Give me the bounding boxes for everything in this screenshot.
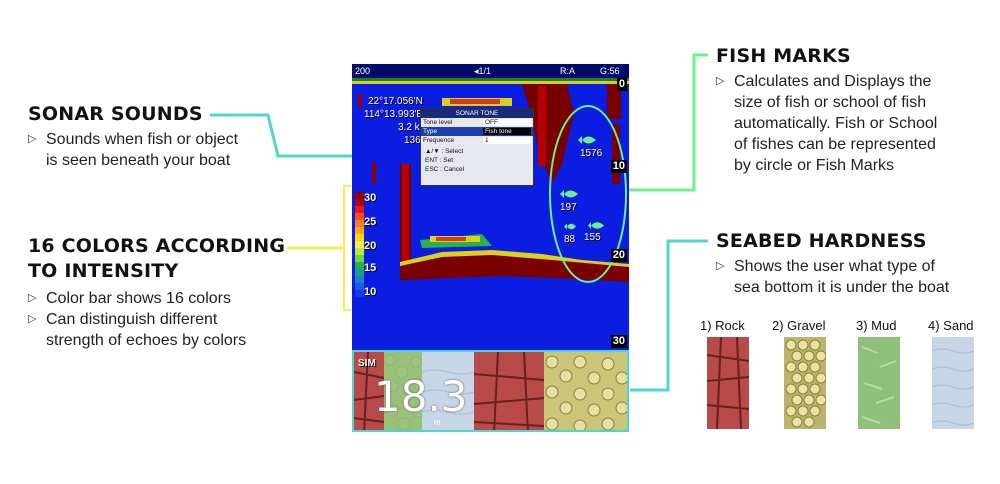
sonar-sounds-bullet-cont: is seen beneath your boat <box>46 152 231 169</box>
fish-marks-line-3: automatically. Fish or School <box>734 115 938 132</box>
fish-marks-line-5: by circle or Fish Marks <box>734 157 895 174</box>
color-scale-10: 10 <box>364 286 377 298</box>
color-bar-step <box>355 234 364 242</box>
longitude-readout: 114°13.993'E <box>364 109 424 120</box>
sonar-sounds-bullet: Sounds when fish or object <box>28 129 288 150</box>
mud-swatch <box>858 337 900 429</box>
color-bar-step <box>355 199 364 207</box>
fish-icon <box>588 222 604 229</box>
colors-callout: 16 COLORS ACCORDING TO INTENSITY Color b… <box>28 234 318 351</box>
seabed-mud-tile <box>384 352 424 430</box>
dialog-title: SONAR TONE <box>421 109 533 118</box>
colors-bullet-2-cont: strength of echoes by colors <box>46 332 247 349</box>
color-bar-step <box>355 283 364 291</box>
latitude-readout: 22°17.056'N <box>368 96 423 107</box>
fish-marks-ellipse <box>549 105 627 283</box>
color-scale-15: 15 <box>364 262 377 274</box>
heading-readout: 136 <box>404 135 421 146</box>
seabed-callout: SEABED HARDNESS Shows the user what type… <box>716 229 991 298</box>
colors-heading-line2: TO INTENSITY <box>28 260 179 282</box>
depth-tick-20: 20 <box>610 249 627 262</box>
fish-value-1: 1576 <box>580 148 603 159</box>
fish-value-4: 155 <box>584 232 601 243</box>
color-scale-25: 25 <box>364 216 377 228</box>
color-bar-step <box>355 220 364 228</box>
type-value[interactable]: Fish tone <box>483 128 531 135</box>
colors-heading-line1: 16 COLORS ACCORDING <box>28 235 286 257</box>
seabed-line-2: sea bottom it is under the boat <box>734 279 950 296</box>
fish-marks-line-4: of fishes can be represented <box>734 136 936 153</box>
fish-icon <box>578 136 596 144</box>
range-readout: 200 <box>355 66 371 76</box>
mode-readout: R:A <box>560 66 576 76</box>
color-bar-step <box>355 262 364 270</box>
sonar-screen[interactable]: 200 ◂1/1 R:A G:56 0 10 20 30 22°17.056'N… <box>352 64 629 350</box>
depth-tick-10: 10 <box>610 160 627 173</box>
tone-level-value[interactable]: OFF <box>483 119 531 126</box>
speed-readout: 3.2 k <box>398 122 420 133</box>
fish-marks-callout: FISH MARKS Calculates and Displays the s… <box>716 44 986 176</box>
seabed-connector <box>630 239 708 392</box>
color-bar-step <box>355 213 364 221</box>
frequence-value[interactable]: 1 <box>483 137 531 144</box>
type-row[interactable]: Type Fish tone <box>421 127 533 136</box>
seabed-line-1: Shows the user what type of <box>716 256 991 277</box>
sonar-sounds-callout: SONAR SOUNDS Sounds when fish or object … <box>28 102 288 171</box>
color-bar-step <box>355 206 364 214</box>
color-bar-step <box>355 269 364 277</box>
fish-marks-line-1: Calculates and Displays the <box>716 71 986 92</box>
color-bar-step <box>355 248 364 256</box>
color-bar-step <box>355 192 364 200</box>
color-bar-step <box>355 255 364 263</box>
gravel-swatch <box>784 337 826 429</box>
color-bar-step <box>355 297 364 304</box>
colors-bullet-1: Color bar shows 16 colors <box>28 288 318 309</box>
colors-bullet-2: Can distinguish different <box>28 309 318 330</box>
help-cancel: ESC : Cancel <box>425 166 465 173</box>
page-indicator: ◂1/1 <box>474 66 492 76</box>
intensity-color-bar <box>355 192 364 304</box>
fish-marks-connector <box>612 53 708 192</box>
screen-topbar: 200 ◂1/1 R:A G:56 <box>352 64 629 78</box>
sample-label-mud: 3) Mud <box>856 318 897 333</box>
seabed-rock-tile <box>474 352 544 430</box>
help-select: ▲/▼ : Select <box>425 148 464 155</box>
sonar-sounds-heading: SONAR SOUNDS <box>28 103 203 125</box>
sand-swatch <box>932 337 974 429</box>
seabed-rock-tile <box>354 352 384 430</box>
color-bar-step <box>355 241 364 249</box>
color-bar-step <box>355 276 364 284</box>
echo-layer <box>352 78 629 283</box>
color-bar-step <box>355 227 364 235</box>
seabed-strip: SIM 18.3 m <box>352 350 629 432</box>
depth-unit: m <box>434 418 441 427</box>
depth-tick-0: 0 <box>616 78 627 91</box>
frequence-row[interactable]: Frequence 1 <box>421 136 533 145</box>
fish-marks-heading: FISH MARKS <box>716 45 851 67</box>
rock-swatch <box>707 337 749 429</box>
fish-marks-line-2: size of fish or school of fish <box>734 94 927 111</box>
fish-icon <box>564 223 576 230</box>
sim-label: SIM <box>358 358 376 369</box>
gain-readout: G:56 <box>600 66 620 76</box>
help-set: ENT : Set <box>425 157 454 164</box>
color-bar-step <box>355 290 364 298</box>
depth-reading: 18.3 <box>374 372 468 421</box>
fish-value-3: 88 <box>564 234 576 245</box>
fish-icon <box>560 190 578 198</box>
color-scale-20: 20 <box>364 240 377 252</box>
color-scale-30: 30 <box>364 192 377 204</box>
seabed-heading: SEABED HARDNESS <box>716 230 927 252</box>
sample-label-gravel: 2) Gravel <box>772 318 826 333</box>
depth-tick-30: 30 <box>610 335 627 348</box>
seabed-gravel-tile <box>544 352 627 430</box>
sonar-tone-dialog[interactable]: SONAR TONE Tone level OFF Type Fish tone… <box>420 108 534 186</box>
sample-label-rock: 1) Rock <box>700 318 745 333</box>
seabed-sand-tile <box>422 352 474 430</box>
sample-label-sand: 4) Sand <box>928 318 974 333</box>
fish-value-2: 197 <box>560 202 577 213</box>
tone-level-row[interactable]: Tone level OFF <box>421 118 533 127</box>
